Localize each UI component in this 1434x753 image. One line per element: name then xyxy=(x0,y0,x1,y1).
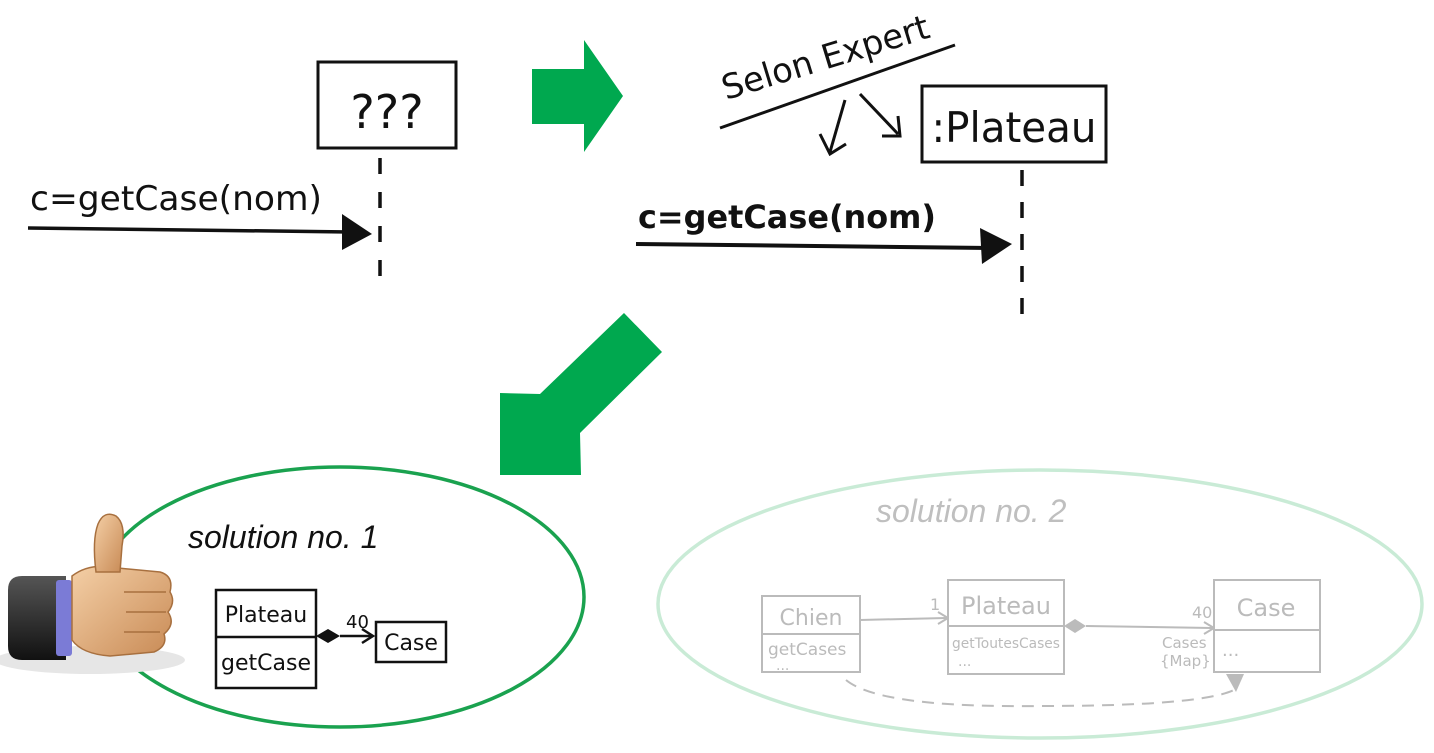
plateau-class-box xyxy=(214,588,318,690)
right-message-arrowhead xyxy=(980,228,1012,264)
left-message-arrow xyxy=(27,226,351,234)
thumbs-up-icon xyxy=(0,513,185,674)
solution-2-title: solution no. 2 xyxy=(876,493,1067,529)
case-class-name: Case xyxy=(384,631,438,656)
annotation-underline xyxy=(719,43,956,130)
composition-arrowhead xyxy=(361,627,376,645)
down-left-arrow-icon xyxy=(500,313,662,475)
chien-plateau-association xyxy=(859,617,947,621)
unknown-lifeline-box xyxy=(316,60,458,150)
left-sequence-diagram: ??? c=getCase(nom) xyxy=(27,60,458,292)
plateau-case-diamond xyxy=(1064,619,1086,633)
plateau-lifeline-box xyxy=(920,84,1108,164)
down-arrow-icon xyxy=(818,99,847,157)
left-message-arrowhead xyxy=(342,214,372,250)
case-class-box xyxy=(374,620,448,664)
chien-plateau-multiplicity: 1 xyxy=(930,595,940,614)
plateau-case-role: Cases xyxy=(1162,634,1207,652)
chien-class-name: Chien xyxy=(780,606,843,631)
chien-class-method: getCases xyxy=(768,640,847,660)
plateau-case-multiplicity: 40 xyxy=(1192,603,1212,622)
selon-expert-annotation: Selon Expert xyxy=(717,7,934,108)
case-2-class-more: ... xyxy=(1222,640,1239,661)
right-sequence-diagram: Selon Expert :Plateau c=getCase(nom) xyxy=(635,7,1108,318)
plateau-lifeline-label: :Plateau xyxy=(932,103,1097,152)
plateau-2-class-name: Plateau xyxy=(961,592,1051,620)
solution-1-title: solution no. 1 xyxy=(188,519,378,555)
case-2-class-name: Case xyxy=(1237,594,1296,622)
solution-2-ellipse xyxy=(656,468,1424,740)
plateau-class-method: getCase xyxy=(221,651,311,676)
right-message-label: c=getCase(nom) xyxy=(638,198,936,236)
right-message-arrow xyxy=(635,242,991,250)
plateau-2-class-more: ... xyxy=(958,654,971,670)
unknown-lifeline-label: ??? xyxy=(350,85,423,139)
chien-class-more: ... xyxy=(776,658,789,674)
left-message-label: c=getCase(nom) xyxy=(30,179,322,219)
composition-multiplicity: 40 xyxy=(346,612,369,633)
plateau-2-class-method: getToutesCases xyxy=(952,636,1060,652)
solution-2-panel: solution no. 2 Chien getCases ... 1 Plat… xyxy=(656,468,1424,740)
dependency-arrowhead xyxy=(1226,674,1244,692)
right-arrow-icon xyxy=(532,40,623,152)
composition-diamond xyxy=(316,629,340,643)
case-2-class-box xyxy=(1213,579,1321,673)
plateau-class-name: Plateau xyxy=(225,603,307,628)
down-right-arrow-icon xyxy=(858,92,902,138)
plateau-case-constraint: {Map} xyxy=(1160,652,1211,670)
chien-case-dependency xyxy=(845,679,1235,708)
plateau-case-association xyxy=(1085,625,1213,629)
